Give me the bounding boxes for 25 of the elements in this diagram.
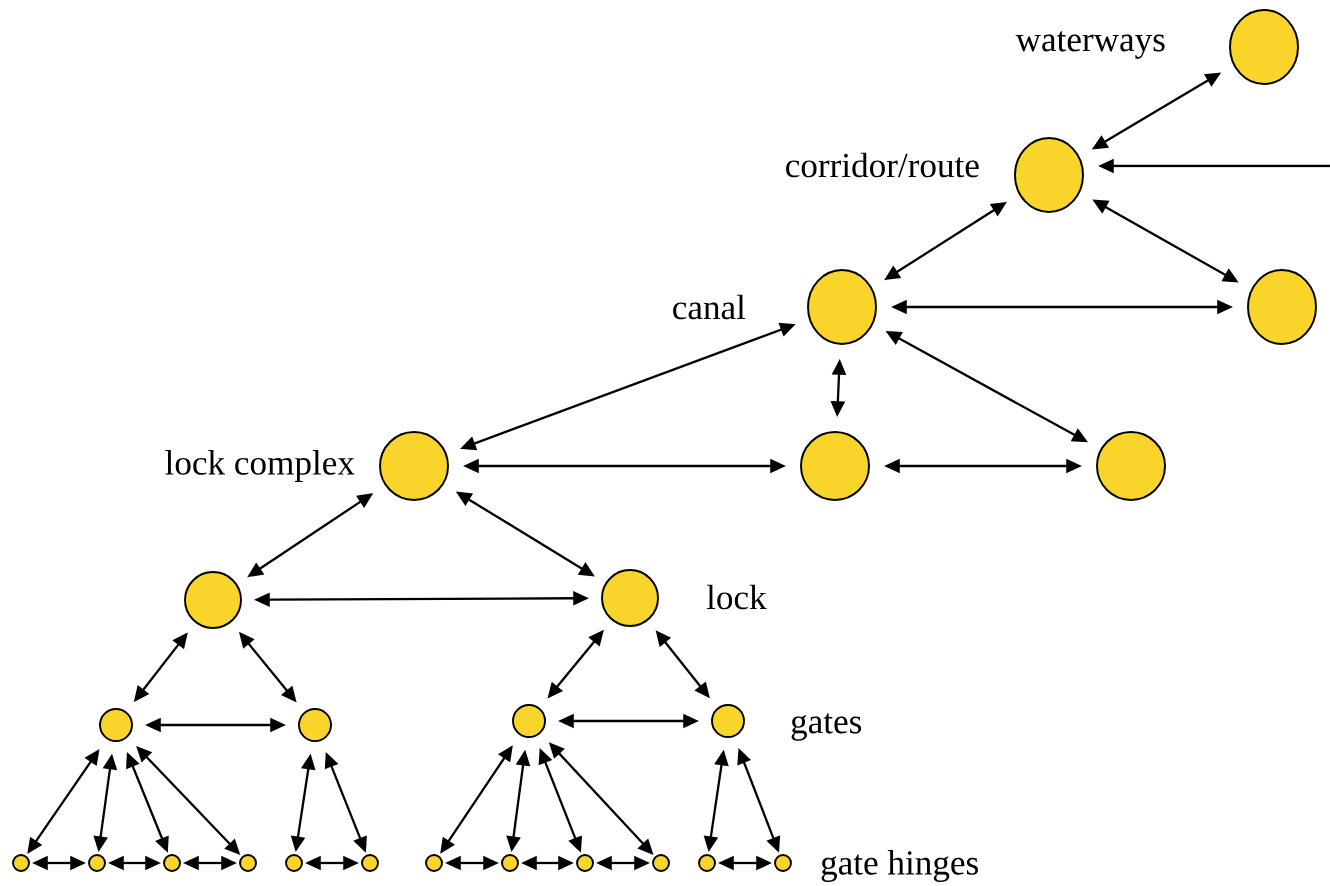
- level-label: canal: [673, 294, 746, 320]
- level-label: waterways: [1015, 31, 1165, 59]
- node-circle: [800, 431, 870, 501]
- node-circle: [298, 708, 332, 742]
- level-label: lock: [706, 584, 767, 610]
- node-circle: [12, 854, 30, 872]
- node-circle: [361, 854, 379, 872]
- node-circle: [425, 854, 443, 872]
- node-circle: [184, 571, 242, 629]
- node-circle: [88, 854, 106, 872]
- level-label: gate hinges: [821, 850, 978, 882]
- level-label: gates: [791, 713, 862, 741]
- level-label: lock complex: [165, 450, 355, 482]
- node-circle: [1096, 431, 1166, 501]
- node-circle: [239, 854, 257, 872]
- node-circle: [501, 854, 519, 872]
- node-circle: [512, 704, 546, 738]
- node-circle: [99, 708, 133, 742]
- node-circle: [652, 854, 670, 872]
- node-circle: [1247, 269, 1317, 345]
- node-circle: [576, 854, 594, 872]
- node-circle: [163, 854, 181, 872]
- node-circle: [285, 854, 303, 872]
- node-circle: [698, 854, 716, 872]
- level-label: corridor/route: [786, 152, 979, 178]
